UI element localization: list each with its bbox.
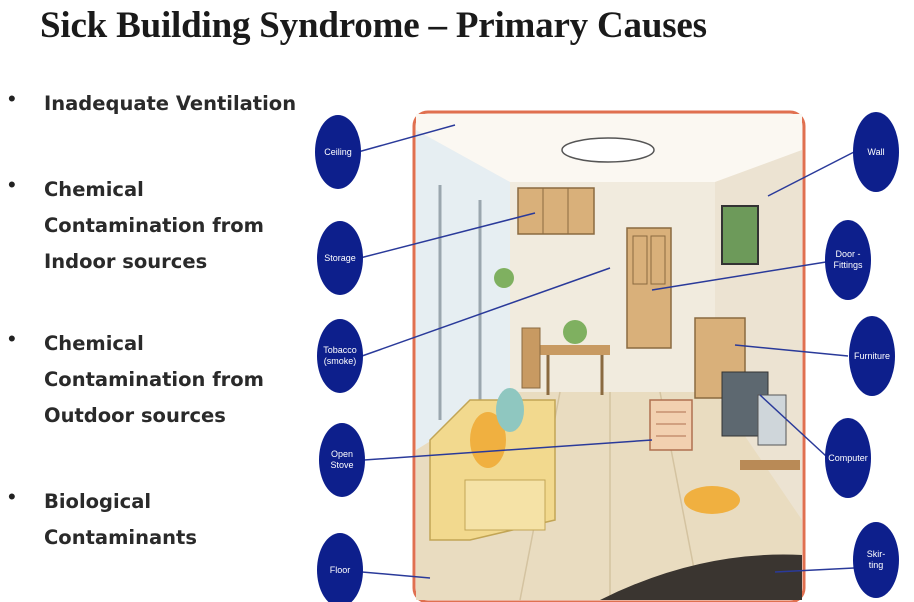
callout-label: Door - <box>835 249 860 259</box>
bullet-text: Chemical Contamination from Indoor sourc… <box>44 178 265 273</box>
callout-bubble <box>317 221 363 295</box>
callout-bubble <box>317 533 363 602</box>
callout-label: Skir- <box>867 549 886 559</box>
computer-monitor <box>757 394 787 446</box>
bullet-dot: • <box>8 86 16 111</box>
sofa-cushion <box>496 388 524 432</box>
leader-line-skirting <box>774 567 855 573</box>
wall-picture <box>721 205 759 265</box>
callout-bubble <box>849 316 895 396</box>
callout-bubble <box>825 418 871 498</box>
leader-line-computer <box>759 394 827 457</box>
leader-line-wall <box>767 151 855 197</box>
callout-computer: Computer <box>825 418 871 498</box>
callout-bubble <box>319 423 365 497</box>
callout-bubble <box>317 319 363 393</box>
ceiling-lamp <box>561 137 655 163</box>
callout-bubble <box>853 112 899 192</box>
table-plant <box>563 320 587 344</box>
sofa-seat <box>464 479 546 531</box>
callout-bubble <box>315 115 361 189</box>
leader-lines <box>357 124 855 579</box>
bullet-text: Biological Contaminants <box>44 490 197 549</box>
callout-label: Furniture <box>854 351 890 361</box>
callout-floor: Floor <box>317 533 363 602</box>
bullet-text: Inadequate Ventilation <box>44 92 297 115</box>
leader-line-stove <box>363 439 653 461</box>
sofa-cushion <box>470 412 506 468</box>
floor-cushion <box>684 486 740 514</box>
bullet-dot: • <box>8 172 16 197</box>
window-plant <box>494 268 514 288</box>
bullet-dot: • <box>8 484 16 509</box>
leader-line-ceiling <box>357 124 456 153</box>
callout-label: Computer <box>828 453 868 463</box>
leader-line-floor <box>361 571 431 579</box>
slide-title: Sick Building Syndrome – Primary Causes <box>40 5 707 46</box>
callout-open-stove: Open Stove <box>319 423 365 497</box>
chair <box>521 327 541 389</box>
leader-line-tobacco <box>361 267 611 357</box>
callout-storage: Storage <box>317 221 363 295</box>
bullet-text: Chemical Contamination from Outdoor sour… <box>44 332 265 427</box>
callout-skirting: Skir- ting <box>853 522 899 598</box>
callout-label: Open <box>331 449 353 459</box>
callout-ceiling: Ceiling <box>315 115 361 189</box>
callout-door-fittings: Door - Fittings <box>825 220 871 300</box>
shelf-furniture <box>694 317 746 399</box>
callout-label: Tobacco <box>323 345 357 355</box>
open-stove <box>649 399 693 451</box>
callout-tobacco: Tobacco (smoke) <box>317 319 363 393</box>
callout-bubble <box>853 522 899 598</box>
callout-label: Floor <box>330 565 351 575</box>
callout-wall: Wall <box>853 112 899 192</box>
bullet-dot: • <box>8 326 16 351</box>
callout-label: ting <box>869 560 884 570</box>
callout-label: (smoke) <box>324 356 357 366</box>
callout-label: Storage <box>324 253 356 263</box>
storage-cabinet <box>517 187 595 235</box>
leader-line-furniture <box>734 344 849 357</box>
door-panel <box>632 235 648 285</box>
door-panel <box>650 235 666 285</box>
callout-label: Wall <box>867 147 884 157</box>
callout-label: Stove <box>330 460 353 470</box>
callout-label: Fittings <box>833 260 863 270</box>
dining-table <box>540 345 610 355</box>
desk <box>740 460 800 470</box>
rug <box>600 554 802 600</box>
leader-line-door <box>651 261 827 291</box>
callout-bubble <box>825 220 871 300</box>
room-illustration: Ceiling Storage Tobacco (smoke) Open Sto… <box>315 110 899 602</box>
callout-furniture: Furniture <box>849 316 895 396</box>
leader-line-storage <box>359 212 536 259</box>
callout-label: Ceiling <box>324 147 352 157</box>
